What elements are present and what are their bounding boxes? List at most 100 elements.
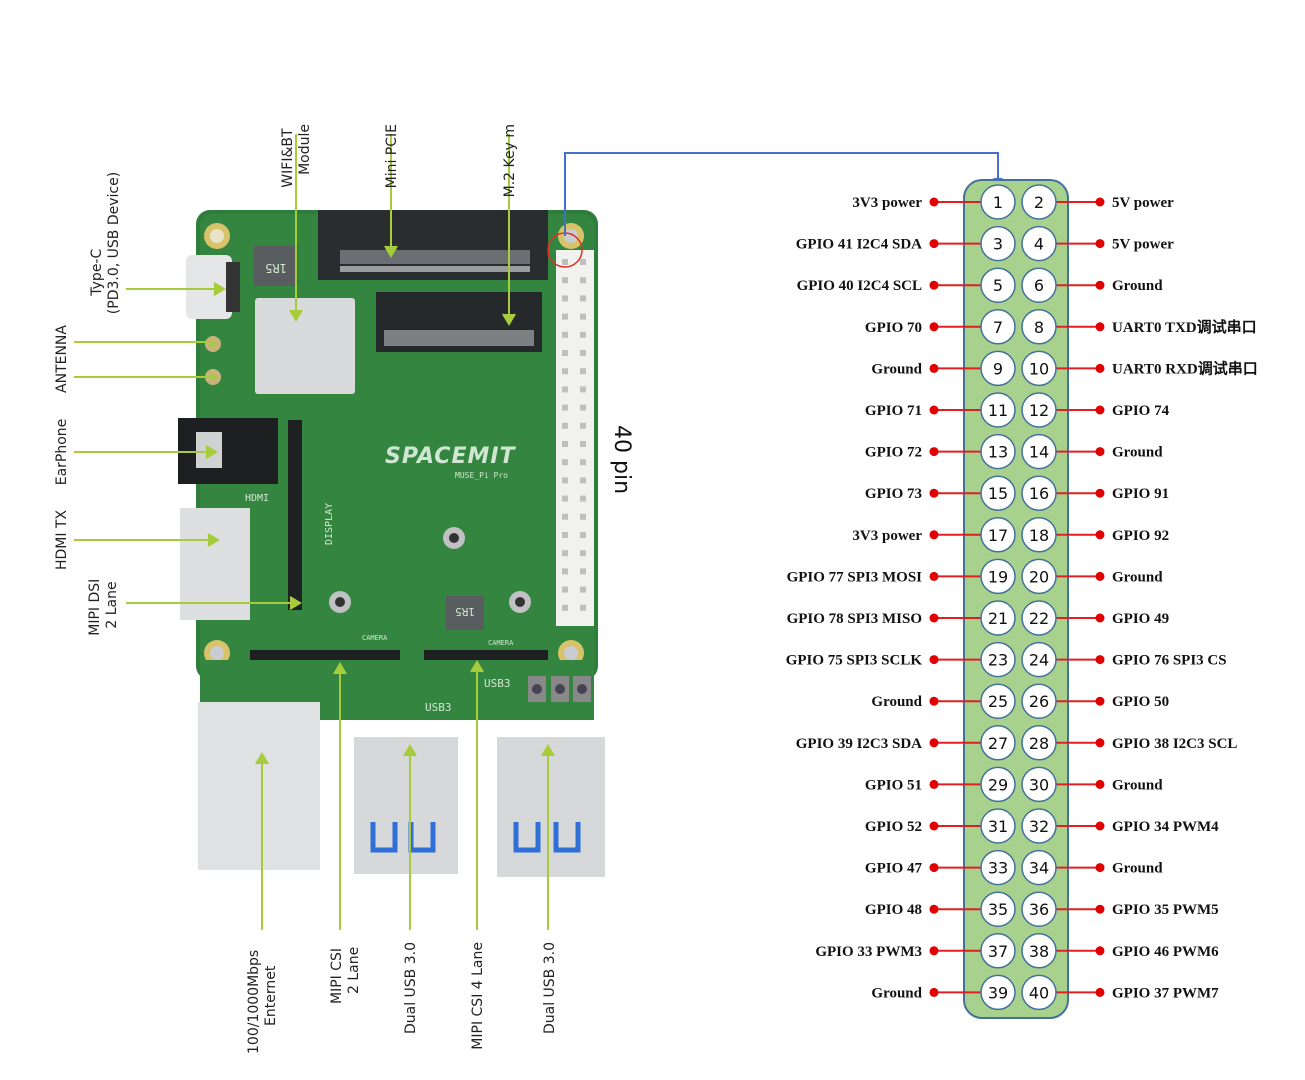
- pin-circle-even: [1021, 725, 1057, 761]
- pin-label-even: 5V power: [1112, 237, 1174, 253]
- pin-number: 40: [1029, 983, 1049, 1002]
- pin-dot: [929, 488, 939, 498]
- pin-label-even: UART0 RXD调试串口: [1112, 359, 1258, 377]
- pin-number: 25: [988, 692, 1008, 711]
- mini-pcie-slot: [318, 210, 548, 280]
- pin-label-odd: Ground: [871, 694, 922, 710]
- pin-circle-odd: [980, 392, 1016, 428]
- pin-dot: [929, 946, 939, 956]
- pin-number: 6: [1034, 276, 1044, 295]
- pin-number: 21: [988, 609, 1008, 628]
- pin-dot: [1095, 655, 1105, 665]
- pin-label-even: GPIO 46 PWM6: [1112, 944, 1219, 960]
- pin-label-even: GPIO 35 PWM5: [1112, 902, 1219, 918]
- header-pin: [562, 459, 568, 466]
- pin-dot: [929, 779, 939, 789]
- pin-number: 8: [1034, 318, 1044, 337]
- inductor-label: 1R5: [265, 261, 287, 275]
- callout-mini-pcie: Mini PCIE: [384, 124, 400, 188]
- header-pin: [580, 368, 586, 375]
- pin-dot: [1095, 488, 1105, 498]
- header-pin: [580, 350, 586, 356]
- pin-circle-even: [1021, 600, 1057, 636]
- header-pin: [580, 313, 586, 320]
- pin-circle-odd: [980, 849, 1016, 886]
- pin-circle-odd: [980, 600, 1016, 636]
- pin-number: 26: [1029, 692, 1049, 711]
- pin-label-odd: GPIO 48: [865, 902, 922, 918]
- header-pin: [580, 404, 586, 411]
- pin-label-even: UART0 TXD调试串口: [1112, 318, 1257, 336]
- pin-circle-odd: [980, 309, 1016, 345]
- header-pin: [580, 568, 586, 575]
- header-pin: [580, 386, 586, 393]
- pin-dot: [929, 280, 939, 290]
- pin-dot: [929, 821, 939, 831]
- pin-circle-odd: [980, 225, 1016, 262]
- pin-label-odd: GPIO 72: [865, 445, 922, 461]
- pin-circle-odd: [980, 683, 1016, 719]
- pin-dot: [929, 447, 939, 457]
- usb3-port-stack-1: [354, 737, 458, 874]
- pin-number: 11: [988, 401, 1008, 420]
- pin-dot: [1095, 821, 1105, 831]
- pin-number: 20: [1029, 567, 1049, 586]
- pin-label-odd: GPIO 52: [865, 819, 922, 835]
- header-pin: [562, 368, 568, 375]
- pin-label-even: GPIO 91: [1112, 486, 1169, 502]
- brand-logo: SPACEMIT: [385, 444, 517, 469]
- callout-mipi-csi-4: MIPI CSI 4 Lane: [470, 942, 486, 1050]
- header-pin: [562, 604, 568, 611]
- pin-number: 29: [988, 775, 1008, 794]
- pin-label-odd: GPIO 41 I2C4 SDA: [796, 237, 922, 253]
- header-pin: [580, 259, 586, 265]
- pin-dot: [1095, 322, 1105, 332]
- pin-label-even: Ground: [1112, 569, 1163, 585]
- pin-number: 5: [993, 276, 1003, 295]
- pin-label-odd: GPIO 33 PWM3: [815, 944, 922, 960]
- pin-dot: [929, 904, 939, 914]
- callout-lines: [74, 134, 555, 930]
- callout-type-c: Type-C (PD3.0, USB Device): [89, 172, 122, 314]
- pin-dot: [1095, 987, 1105, 997]
- pin-dot: [929, 863, 939, 873]
- callout-mipi-csi-2: MIPI CSI 2 Lane: [329, 944, 362, 1004]
- pin-number: 10: [1029, 359, 1049, 378]
- mipi-dsi-connector: [288, 420, 302, 610]
- pin-number: 17: [988, 526, 1008, 545]
- pin-label-even: GPIO 38 I2C3 SCL: [1112, 736, 1237, 752]
- pin-circle-odd: [980, 184, 1016, 220]
- callout-hdmi-tx: HDMI TX: [54, 510, 70, 571]
- pin-dot: [929, 197, 939, 207]
- pin-dot: [929, 571, 939, 581]
- callout-dual-usb-1: Dual USB 3.0: [403, 942, 419, 1034]
- pin-label-even: GPIO 76 SPI3 CS: [1112, 653, 1227, 669]
- pin-circle-even: [1021, 683, 1057, 719]
- inductor: [254, 246, 298, 286]
- pin-dot: [1095, 904, 1105, 914]
- pin-number: 27: [988, 734, 1008, 753]
- pin-label-even: Ground: [1112, 445, 1163, 461]
- pin-label-odd: GPIO 51: [865, 777, 922, 793]
- pin-number: 37: [988, 942, 1008, 961]
- pin-circle-odd: [980, 475, 1016, 511]
- header-pin: [562, 422, 568, 429]
- pin-circle-odd: [980, 725, 1016, 761]
- header-pin: [562, 568, 568, 575]
- pin-circle-even: [1021, 891, 1057, 927]
- display-silk: DISPLAY: [324, 503, 335, 545]
- header-pin: [562, 550, 568, 557]
- pin-circle-even: [1021, 350, 1057, 387]
- pin-label-odd: GPIO 75 SPI3 SCLK: [786, 653, 923, 669]
- pin-circle-even: [1021, 225, 1057, 262]
- header-pin: [562, 441, 568, 447]
- pin-label-odd: GPIO 71: [865, 403, 922, 419]
- header-pin: [562, 495, 568, 502]
